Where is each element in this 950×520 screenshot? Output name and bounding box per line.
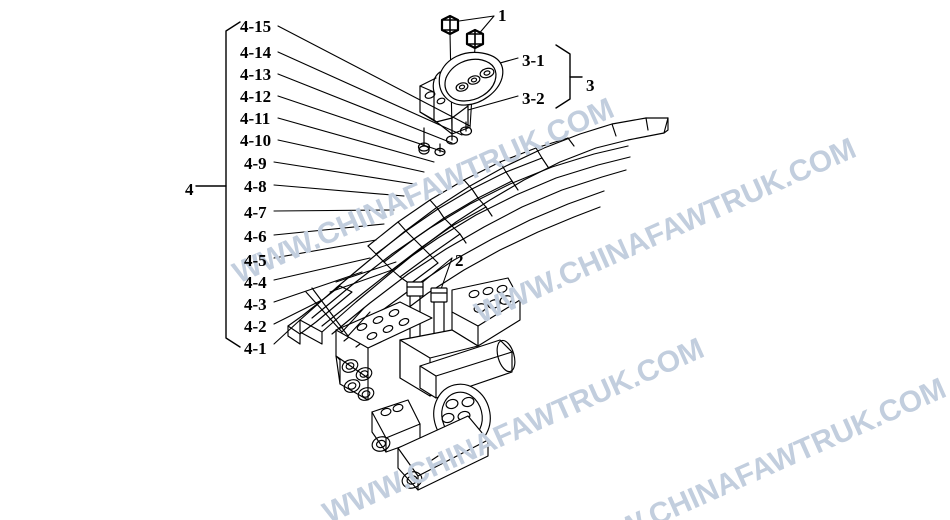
leaf-label-4-9: 4-9	[244, 154, 267, 173]
leaf-label-4-10: 4-10	[240, 131, 272, 150]
callout-2: 2	[455, 251, 464, 270]
upper-spring-seat	[417, 51, 504, 157]
bracket-leaf-group	[195, 21, 241, 348]
leaf-label-4-15: 4-15	[240, 17, 272, 36]
leaf-spring-stack	[287, 117, 669, 348]
leaf-label-4-5: 4-5	[244, 251, 267, 270]
leaf-label-4-14: 4-14	[240, 43, 272, 62]
callout-3-1: 3-1	[522, 51, 545, 70]
leaf-label-4-1: 4-1	[244, 339, 267, 358]
callout-1: 1	[498, 6, 507, 25]
axle-bracket-assembly	[305, 277, 521, 491]
callout-4: 4	[185, 180, 194, 199]
callout-3-2: 3-2	[522, 89, 545, 108]
leaf-label-4-8: 4-8	[244, 177, 267, 196]
bracket-assembly-3	[555, 44, 583, 109]
leaf-label-4-7: 4-7	[244, 203, 267, 222]
leaf-label-4-6: 4-6	[244, 227, 267, 246]
callout-3: 3	[586, 76, 595, 95]
leaf-label-4-2: 4-2	[244, 317, 267, 336]
leaf-label-4-3: 4-3	[244, 295, 267, 314]
leaf-label-4-11: 4-11	[240, 109, 271, 128]
assembly-guide-lines	[329, 261, 397, 293]
leader-lines-leaf	[273, 25, 471, 345]
leaf-label-4-12: 4-12	[240, 87, 272, 106]
leaf-label-4-4: 4-4	[244, 273, 267, 292]
leaf-label-4-13: 4-13	[240, 65, 272, 84]
